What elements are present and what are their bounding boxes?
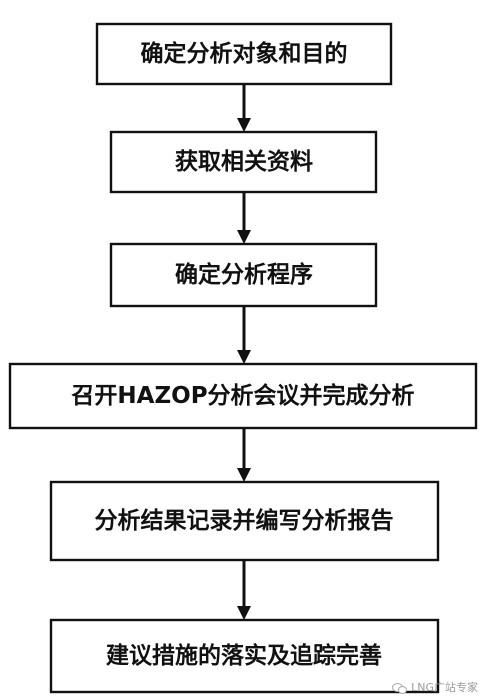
watermark-text: LNG广站专家 (411, 681, 478, 694)
step-label: 分析结果记录并编写分析报告 (95, 507, 394, 534)
step-box: 召开HAZOP分析会议并完成分析 (8, 362, 478, 430)
step-box: 建议措施的落实及追踪完善 (49, 618, 440, 694)
step-box: 分析结果记录并编写分析报告 (49, 480, 440, 562)
step-label: 获取相关资料 (175, 148, 313, 175)
watermark: LNG广站专家 (392, 679, 478, 695)
step-box: 获取相关资料 (109, 130, 378, 194)
wechat-icon (392, 682, 408, 694)
flow-arrow (237, 560, 251, 620)
step-label: 确定分析程序 (175, 261, 313, 288)
step-label: 建议措施的落实及追踪完善 (106, 642, 382, 669)
flow-arrow (237, 192, 251, 244)
flow-arrow (237, 306, 251, 364)
step-label: 召开HAZOP分析会议并完成分析 (70, 382, 414, 409)
flow-arrow (237, 428, 251, 482)
step-label: 确定分析对象和目的 (141, 40, 348, 67)
flow-arrow (237, 84, 251, 132)
step-box: 确定分析程序 (109, 242, 378, 308)
step-box: 确定分析对象和目的 (95, 22, 393, 86)
